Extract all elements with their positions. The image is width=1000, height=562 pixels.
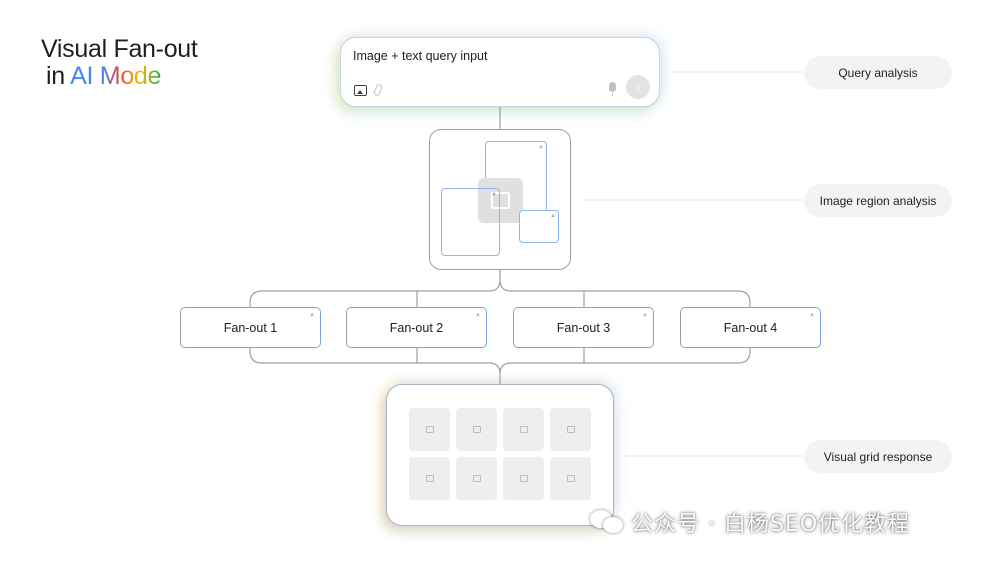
image-placeholder-icon bbox=[566, 426, 575, 433]
attachment-icon[interactable] bbox=[373, 83, 383, 97]
grid-tile bbox=[503, 408, 544, 451]
search-icon: ⌕ bbox=[310, 312, 314, 319]
fan-out-label: Fan-out 2 bbox=[389, 320, 444, 335]
region-box-small: ⌕ bbox=[519, 210, 559, 243]
search-icon: ⌕ bbox=[551, 213, 555, 220]
image-placeholder-icon bbox=[425, 475, 434, 482]
query-input-left-icons bbox=[354, 83, 383, 97]
query-input-box[interactable]: Image + text query input ↑ bbox=[340, 37, 660, 107]
region-box-left: ⌕ bbox=[441, 188, 500, 256]
label-image-region-analysis: Image region analysis bbox=[804, 184, 952, 217]
connector-fanouts-to-response bbox=[249, 348, 751, 384]
watermark-text: 公众号 · 白杨SEO优化教程 bbox=[631, 512, 911, 537]
fan-out-label: Fan-out 3 bbox=[556, 320, 611, 335]
grid-tile bbox=[456, 408, 497, 451]
wechat-logo-icon bbox=[590, 508, 624, 536]
grid-tile bbox=[550, 457, 591, 500]
microphone-icon[interactable] bbox=[609, 82, 616, 96]
label-query-analysis: Query analysis bbox=[804, 56, 952, 89]
image-placeholder-icon bbox=[566, 475, 575, 482]
send-arrow-icon[interactable]: ↑ bbox=[626, 75, 650, 99]
title-line-1: Visual Fan-out bbox=[41, 35, 198, 63]
fan-out-label: Fan-out 4 bbox=[723, 320, 778, 335]
grid-tile bbox=[503, 457, 544, 500]
title-line-2: in AI Mode bbox=[41, 63, 198, 90]
visual-grid-response-box bbox=[386, 384, 614, 526]
search-icon: ⌕ bbox=[810, 312, 814, 319]
connector-region-to-fanouts bbox=[249, 270, 751, 307]
fan-out-box-1: Fan-out 1 ⌕ bbox=[180, 307, 321, 348]
title-prefix: in bbox=[46, 62, 71, 90]
image-placeholder-icon bbox=[472, 426, 481, 433]
image-placeholder-icon bbox=[519, 426, 528, 433]
image-placeholder-icon bbox=[519, 475, 528, 482]
response-image-grid bbox=[409, 408, 591, 500]
search-icon: ⌕ bbox=[643, 312, 647, 319]
diagram-title: Visual Fan-out in AI Mode bbox=[41, 36, 198, 90]
fan-out-label: Fan-out 1 bbox=[223, 320, 278, 335]
grid-tile bbox=[456, 457, 497, 500]
query-input-right-icons: ↑ bbox=[609, 75, 650, 99]
add-image-icon[interactable] bbox=[354, 84, 367, 96]
grid-tile bbox=[409, 457, 450, 500]
label-visual-grid-response: Visual grid response bbox=[804, 440, 952, 473]
image-placeholder-icon bbox=[472, 475, 481, 482]
image-region-box: ⌕ ⌕ ⌕ bbox=[429, 129, 571, 270]
fan-out-box-2: Fan-out 2 ⌕ bbox=[346, 307, 487, 348]
grid-tile bbox=[550, 408, 591, 451]
fan-out-box-4: Fan-out 4 ⌕ bbox=[680, 307, 821, 348]
title-highlight-ai-mode: AI Mode bbox=[70, 62, 162, 90]
image-placeholder-icon bbox=[425, 426, 434, 433]
image-placeholder-icon bbox=[478, 178, 523, 223]
fan-out-box-3: Fan-out 3 ⌕ bbox=[513, 307, 654, 348]
query-input-text: Image + text query input bbox=[353, 49, 488, 63]
grid-tile bbox=[409, 408, 450, 451]
search-icon: ⌕ bbox=[539, 144, 543, 151]
search-icon: ⌕ bbox=[476, 312, 480, 319]
watermark: 公众号 · 白杨SEO优化教程 bbox=[590, 506, 910, 538]
search-icon: ⌕ bbox=[492, 191, 496, 198]
